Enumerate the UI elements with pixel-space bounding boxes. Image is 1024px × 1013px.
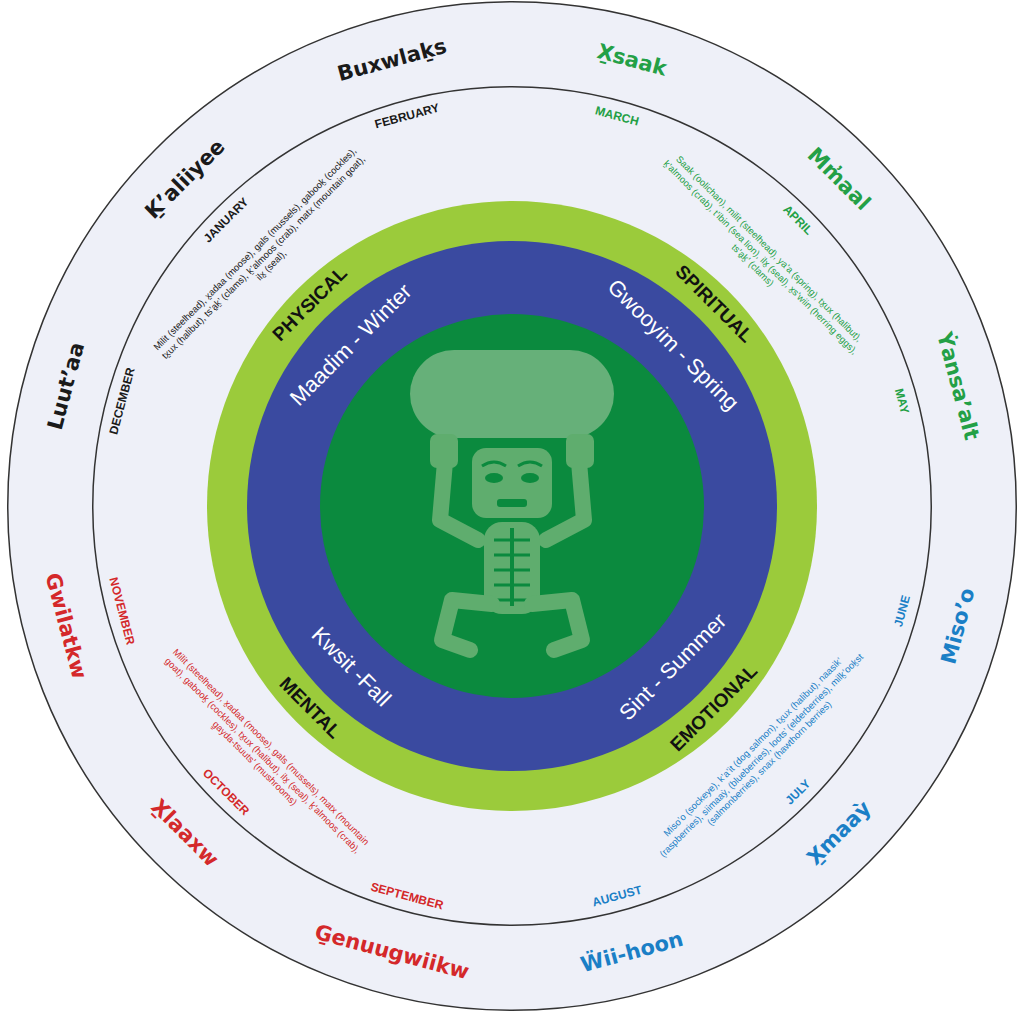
figure-eye — [485, 473, 503, 483]
harvest-ring: FEBRUARYMARCHAPRILMAYJUNEJULYAUGUSTSEPTE… — [92, 86, 932, 926]
right-leg — [532, 600, 582, 650]
figure-brows — [482, 462, 542, 466]
ring-fill — [93, 87, 932, 926]
season-ring: Maadim - WinterGwooyim - SpringSint - Su… — [247, 241, 777, 771]
figure-head — [472, 448, 552, 518]
right-arm — [546, 462, 584, 540]
ring-fill — [247, 241, 777, 771]
ring-outline — [247, 241, 777, 771]
figure-eye — [521, 473, 539, 483]
right-hand — [566, 434, 594, 468]
figure-ribs — [494, 540, 530, 600]
ring-fill — [8, 2, 1017, 1011]
left-hand — [430, 434, 458, 468]
figure-spine — [510, 528, 514, 606]
center-disc — [320, 314, 704, 698]
left-arm — [440, 462, 478, 540]
left-leg — [442, 600, 492, 650]
figure-body — [484, 522, 540, 614]
ring-fill — [207, 201, 817, 811]
rock-shape — [410, 350, 614, 438]
figure-mouth — [497, 499, 527, 507]
outer-month-ring: BuxwlaḵsX̱saakMm̓aalẎansa’altMiso’oX̱maa… — [7, 1, 1017, 1011]
wellness-ring: PHYSICALSPIRITUALEMOTIONALMENTALMaadim -… — [207, 201, 817, 811]
